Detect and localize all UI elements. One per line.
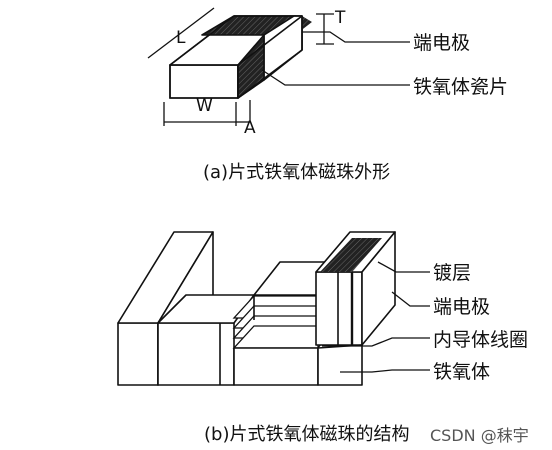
label-ferrite: 铁氧体 [433, 361, 491, 383]
dim-label-electrode-width: A [244, 118, 256, 138]
label-end-electrode-a: 端电极 [413, 32, 471, 54]
label-ferrite-chip: 铁氧体瓷片 [413, 76, 509, 98]
label-end-electrode-b: 端电极 [433, 296, 491, 318]
right-terminal [315, 231, 396, 346]
ferrite-left [157, 294, 255, 386]
dimension-lines [147, 7, 334, 126]
chip-outline [169, 15, 303, 99]
ferrite-front [233, 344, 363, 386]
label-plating: 镀层 [433, 262, 472, 284]
dim-label-width: W [196, 96, 213, 116]
leader-lines-a [261, 31, 410, 86]
inner-coil [232, 295, 336, 352]
chip-body [169, 15, 312, 99]
dim-label-length: L [176, 28, 186, 48]
caption-a: (a)片式铁氧体磁珠外形 [203, 162, 391, 183]
leader-lines-b [322, 261, 430, 373]
watermark: CSDN @秣宇 [430, 426, 529, 445]
caption-b: (b)片式铁氧体磁珠的结构 [204, 424, 410, 445]
dim-label-thickness: T [335, 8, 346, 28]
label-inner-coil: 内导体线圈 [433, 329, 529, 351]
